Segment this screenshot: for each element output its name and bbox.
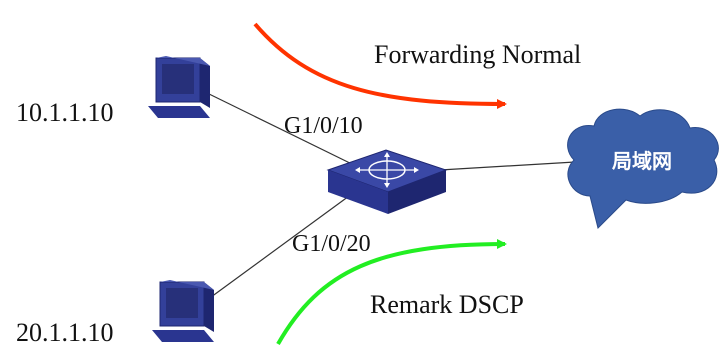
flow-arrow-remark xyxy=(276,239,507,345)
port-label: G1/0/20 xyxy=(292,231,371,257)
lan-cloud-icon xyxy=(567,108,719,229)
host-pc-icon xyxy=(148,56,210,118)
host-ip-label: 10.1.1.10 xyxy=(16,98,114,127)
link-switch-cloud xyxy=(439,161,576,171)
port-label: G1/0/10 xyxy=(284,113,363,139)
flow-label-remark: Remark DSCP xyxy=(370,290,524,319)
flow-arrow-forwarding xyxy=(253,22,507,109)
cloud-label: 局域网 xyxy=(612,149,672,173)
link-host1-switch xyxy=(204,91,361,169)
host-pc-icon xyxy=(152,280,214,342)
link-host2-switch xyxy=(206,187,361,301)
flow-label-forwarding: Forwarding Normal xyxy=(374,40,582,69)
switch-icon xyxy=(326,149,448,214)
host-ip-label: 20.1.1.10 xyxy=(16,318,114,347)
